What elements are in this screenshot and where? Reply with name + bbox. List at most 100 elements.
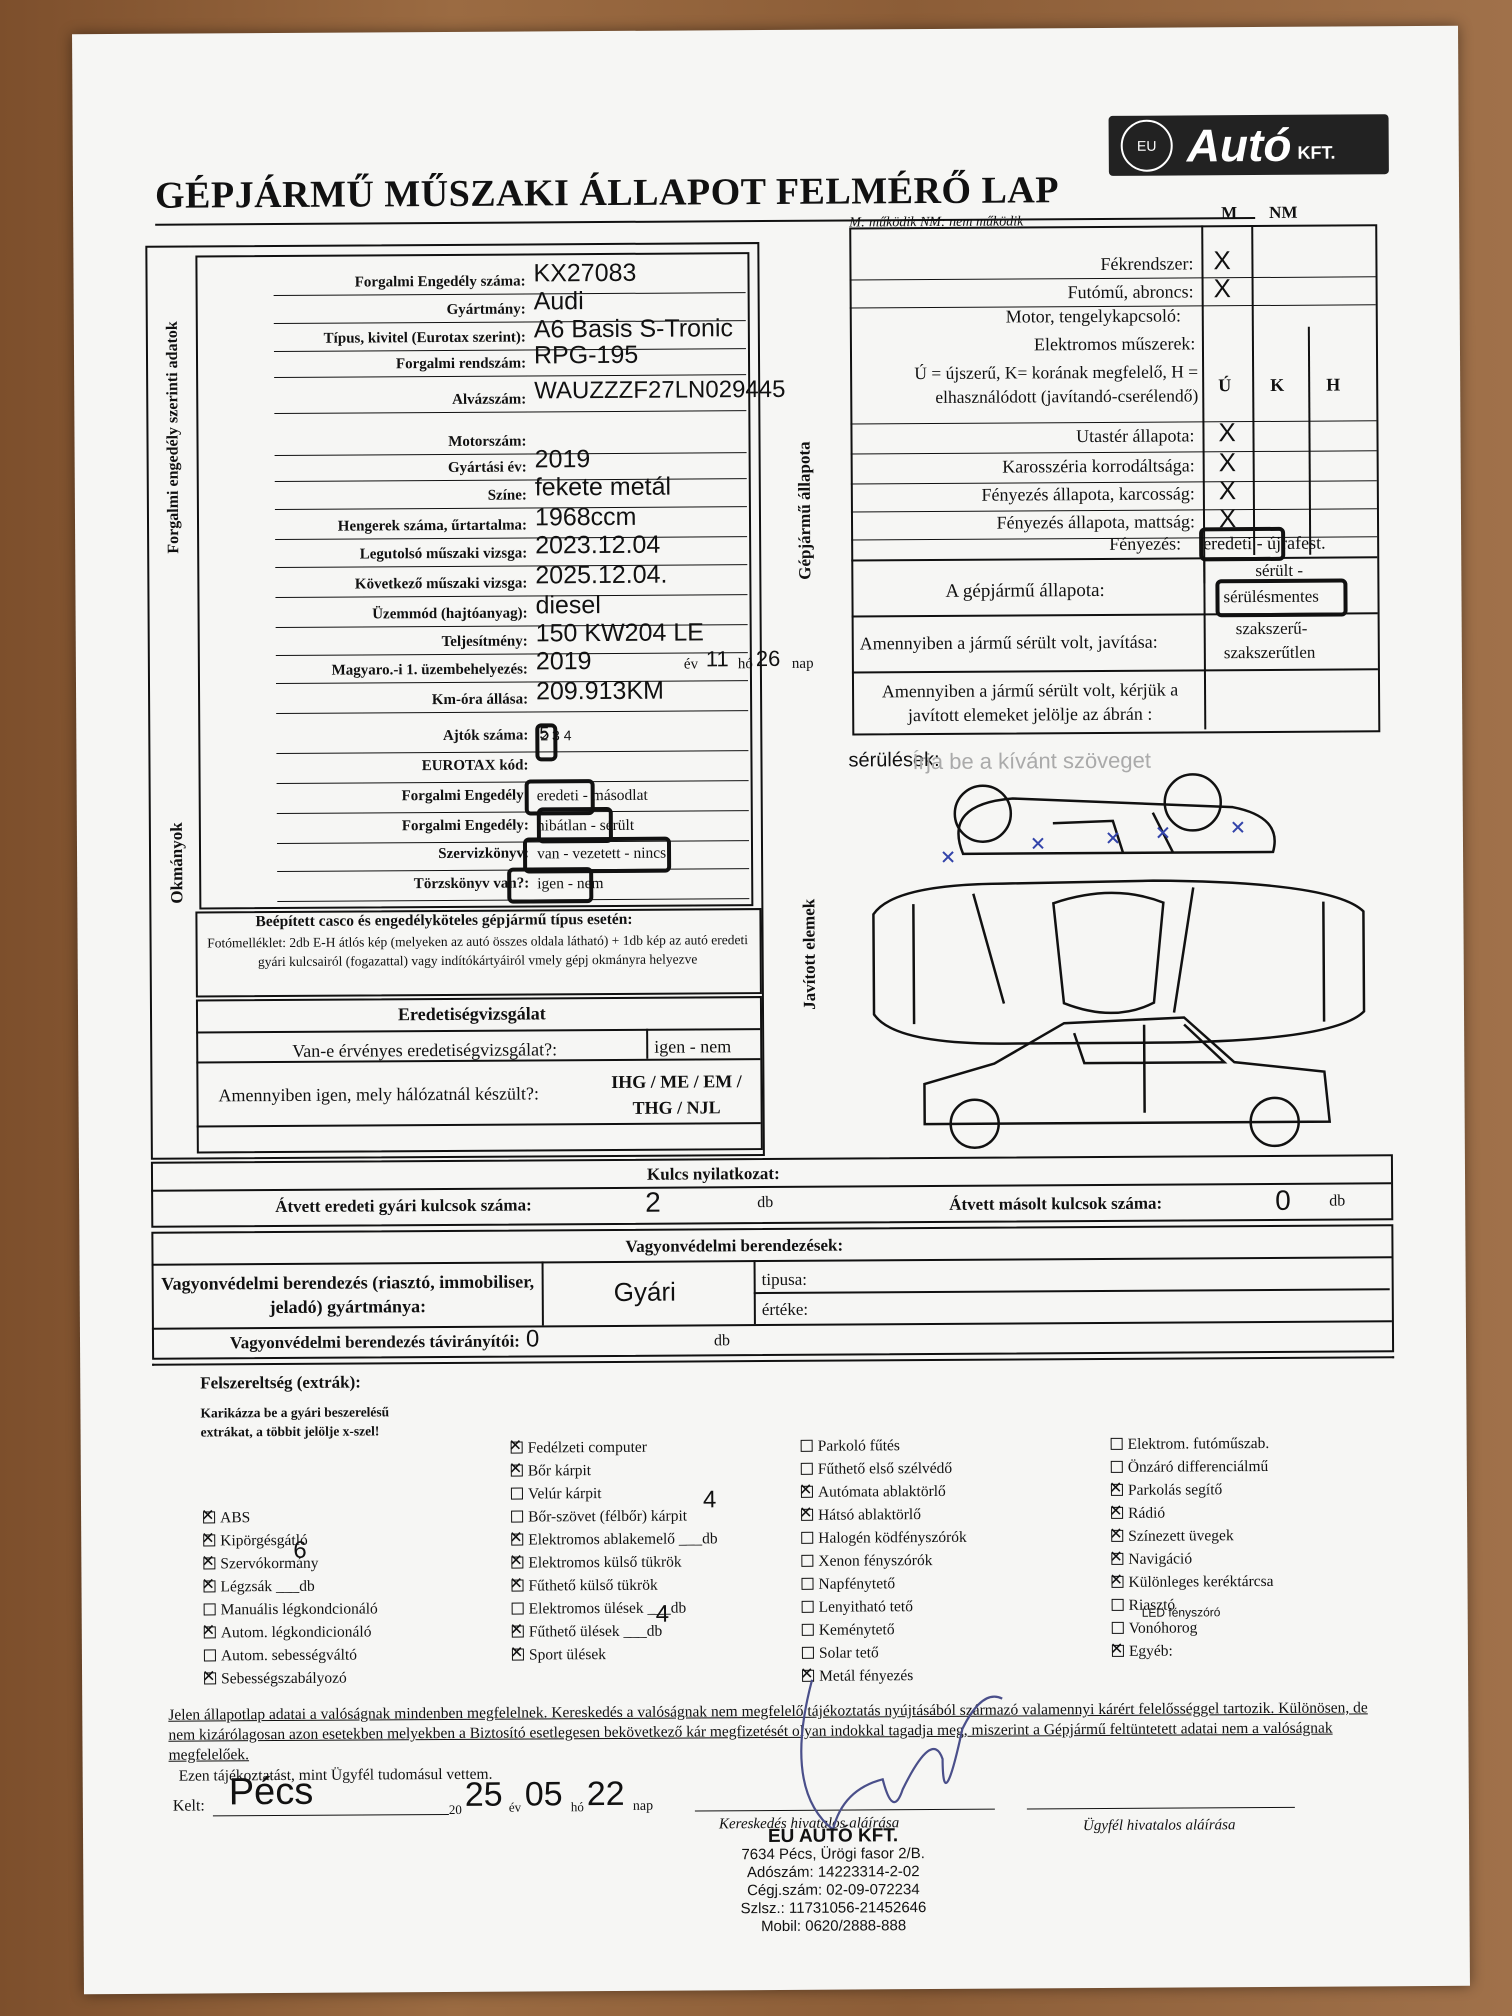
stamp-line: EU AUTÓ KFT.	[767, 1825, 899, 1848]
security-remote-label: Vagyonvédelmi berendezés távirányítói:	[229, 1331, 520, 1353]
checkbox-icon	[510, 1487, 523, 1500]
checkbox-icon	[203, 1534, 216, 1547]
checkbox-icon	[203, 1626, 216, 1639]
date-nap: nap	[632, 1798, 654, 1814]
col-nm: NM	[1269, 202, 1298, 222]
jelolje-label: Amennyiben a jármű sérült volt, kérjük a…	[881, 679, 1179, 726]
keys-copy-value: 0	[1275, 1184, 1291, 1216]
extra-item: Különleges keréktárcsa	[1111, 1572, 1274, 1592]
checkbox-icon	[1110, 1483, 1123, 1496]
allapot-circle	[1215, 578, 1348, 618]
ablakemelo-count: 4	[702, 1486, 717, 1514]
checkbox-icon	[800, 1485, 813, 1498]
security-erteke: értéke:	[761, 1299, 809, 1320]
extra-item-label: Légzsák ___db	[220, 1577, 315, 1596]
extra-item: Navigáció	[1111, 1550, 1192, 1568]
checkbox-icon	[204, 1672, 217, 1685]
extra-item-label: Parkoló fűtés	[817, 1437, 900, 1455]
extra-item-label: Egyéb:	[1128, 1642, 1173, 1660]
extra-item: Lenyitható tető	[801, 1598, 913, 1617]
extra-item-label: Sport ülések	[528, 1646, 607, 1664]
eredet-a1: igen - nem	[654, 1036, 732, 1057]
checkbox-icon	[801, 1646, 814, 1659]
vehicle-label: Gyártmány:	[446, 301, 526, 318]
extra-item-label: Xenon fényszórók	[818, 1552, 933, 1570]
eredet-title: Eredetiségvizsgálat	[397, 1003, 546, 1025]
state-mnm-label: Fékrendszer:	[1100, 253, 1194, 274]
checkbox-icon	[801, 1600, 814, 1613]
checkbox-icon	[511, 1556, 524, 1569]
state-ukh-mark: X	[1218, 475, 1237, 506]
extra-item-label: Fűthető ülések ___db	[528, 1622, 663, 1641]
eredet-q2: Amennyiben igen, mely hálózatnál készült…	[218, 1083, 539, 1106]
date-month: 05	[524, 1775, 563, 1814]
extra-item-label: Elektromos külső tükrök	[528, 1553, 682, 1572]
stamp-line: Szlsz.: 11731056-21452646	[740, 1899, 927, 1918]
first-reg-ev_val: 11	[705, 646, 729, 672]
extra-item: Sport ülések	[511, 1646, 607, 1665]
extras-title: Felszereltség (extrák):	[200, 1372, 361, 1393]
extra-item: Manuális légkondcionáló	[203, 1600, 378, 1619]
checkbox-icon	[1111, 1552, 1124, 1565]
state-mnm-label: Futómű, abroncs:	[1067, 281, 1194, 303]
eredet-a2: IHG / ME / EM / THG / NJL	[611, 1071, 742, 1118]
side-label-forgalmi: Forgalmi engedély szerinti adatok	[163, 321, 183, 554]
col-h: H	[1326, 374, 1341, 395]
security-make-label: Vagyonvédelmi berendezés (riasztó, immob…	[161, 1271, 535, 1318]
date-year: 25	[464, 1775, 503, 1814]
extra-item-label: Halogén ködfényszórók	[818, 1528, 967, 1547]
extra-item-label: Solar tető	[818, 1644, 879, 1662]
doors-selected: 5	[539, 723, 550, 744]
vehicle-value: 2019	[535, 647, 592, 676]
extra-item: Bőr-szövet (félbőr) kárpit	[511, 1508, 687, 1527]
extra-item-label: Elektromos ablakemelő ___db	[528, 1530, 718, 1549]
vehicle-value: 2025.12.04.	[535, 560, 668, 590]
extra-item: Önzáró differenciálmű	[1110, 1457, 1269, 1477]
first-reg-ho_val: 26	[755, 645, 781, 672]
extra-item: Fűthető ülések ___db	[511, 1622, 663, 1642]
logo-kft: KFT.	[1297, 142, 1336, 163]
extra-item-label: Sebességszabályozó	[221, 1669, 347, 1688]
date-kelt: Kelt:	[172, 1797, 205, 1815]
extra-item: Egyéb:	[1111, 1642, 1173, 1661]
col-u: Ú	[1218, 375, 1232, 396]
extra-item-label: Parkolás segítő	[1127, 1481, 1223, 1499]
extra-item: Autómata ablaktörlő	[800, 1483, 946, 1502]
extra-item: Elektrom. futóműszab.	[1110, 1435, 1270, 1454]
allapot-label: A gépjármű állapota:	[945, 579, 1105, 602]
vehicle-label: Színe:	[487, 487, 527, 504]
extra-item-label: Manuális légkondcionáló	[220, 1600, 378, 1619]
checkbox-icon	[511, 1533, 524, 1546]
extra-item: Rádió	[1111, 1505, 1165, 1523]
casco-text: Fotómelléklet: 2db E-H átlós kép (melyek…	[207, 932, 748, 970]
vehicle-label: Km-óra állása:	[431, 691, 529, 709]
extra-item: Vonóhorog	[1111, 1619, 1198, 1638]
stamp-line: Cégj.szám: 02-09-072234	[747, 1881, 920, 1900]
col-k: K	[1270, 374, 1285, 395]
extra-item-label: Önzáró differenciálmű	[1127, 1457, 1269, 1476]
vehicle-label: Hengerek száma, űrtartalma:	[337, 517, 528, 535]
checkbox-icon	[801, 1531, 814, 1544]
first-reg-ho: hó	[737, 656, 753, 673]
torzskonyv-circle	[507, 867, 594, 904]
vehicle-value: 2019	[534, 445, 591, 474]
vehicle-value: WAUZZZF27LN029445	[534, 375, 786, 405]
extras-note: Karikázza be a gyári beszerelésű extráka…	[200, 1404, 390, 1440]
extra-item: Kipörgésgátló	[203, 1532, 308, 1551]
checkbox-icon	[1111, 1644, 1124, 1657]
col-m: M	[1221, 203, 1238, 223]
checkbox-icon	[511, 1510, 524, 1523]
extra-item-label: Autom. légkondicionáló	[220, 1623, 372, 1642]
extra-item: Elektromos ablakemelő ___db	[511, 1530, 718, 1549]
checkbox-icon	[1111, 1529, 1124, 1542]
extra-item: Parkolás segítő	[1110, 1481, 1223, 1500]
extra-item-label: Különleges keréktárcsa	[1128, 1572, 1274, 1591]
first-reg-nap: nap	[791, 655, 814, 672]
statement-2: Ezen tájékoztatást, mint Ügyfél tudomásu…	[178, 1765, 493, 1785]
vehicle-value: Audi	[533, 287, 584, 316]
state-ukh-label: Karosszéria korrodáltsága:	[1002, 455, 1195, 477]
extra-item-label: Hátsó ablaktörlő	[818, 1506, 922, 1524]
vehicle-value: fekete metál	[534, 472, 672, 502]
